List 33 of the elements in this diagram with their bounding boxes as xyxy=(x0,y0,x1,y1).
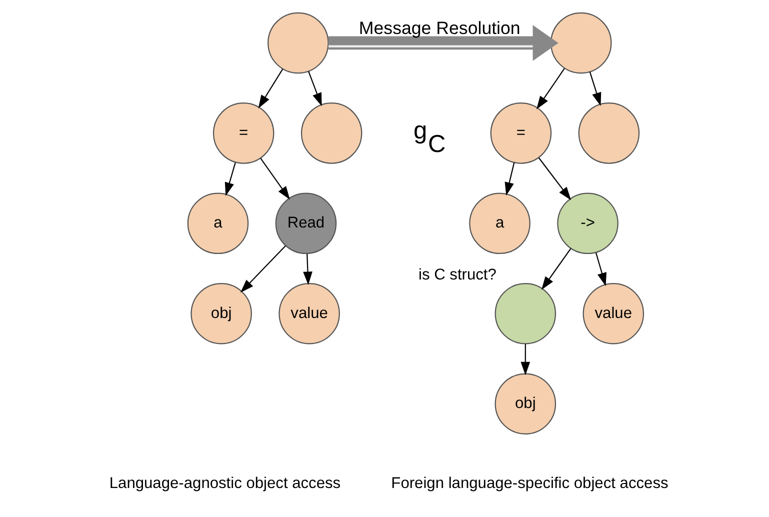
node-circle: a xyxy=(187,192,249,254)
arrow xyxy=(303,254,312,286)
node-circle: a xyxy=(469,192,530,254)
node-label: is C struct? xyxy=(418,266,496,284)
label: Foreign language-specific object access xyxy=(391,475,668,492)
label: Language-agnostic object access xyxy=(109,475,341,492)
node-circle: = xyxy=(490,102,552,164)
arrow xyxy=(504,162,515,196)
node-circle: obj xyxy=(494,373,556,434)
node-circle: Read xyxy=(275,192,337,254)
node-circle: obj xyxy=(190,283,252,344)
arrow xyxy=(589,72,602,106)
arrow xyxy=(308,71,322,106)
node-circle xyxy=(268,12,329,74)
arrow xyxy=(538,158,572,200)
arrow xyxy=(520,344,530,376)
node-circle xyxy=(578,102,640,164)
arrow xyxy=(536,68,565,110)
node-circle xyxy=(550,12,612,74)
arrow xyxy=(541,248,572,290)
arrow xyxy=(240,245,286,293)
node-circle: -> xyxy=(557,192,618,254)
node-circle xyxy=(300,102,362,164)
node-circle xyxy=(494,283,556,344)
arrow xyxy=(258,68,284,108)
arrow xyxy=(260,158,290,200)
node-circle: value xyxy=(278,283,340,344)
arrow xyxy=(328,25,558,61)
edge-label: Message Resolution xyxy=(358,18,520,38)
node-circle: = xyxy=(212,102,274,164)
arrow xyxy=(224,162,236,196)
arrow xyxy=(596,252,606,286)
node-circle: value xyxy=(582,283,644,344)
